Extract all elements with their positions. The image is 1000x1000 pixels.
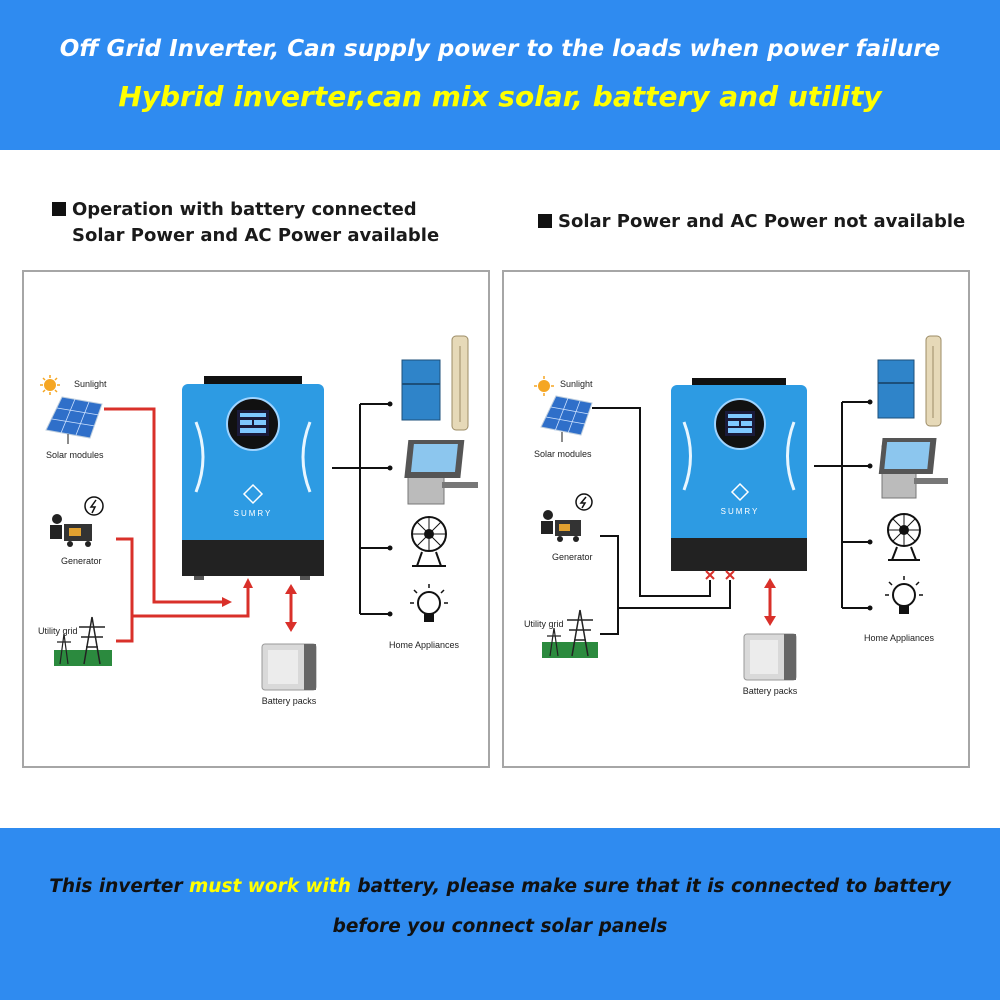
battery-link-arrow	[285, 584, 297, 632]
sunlight-label: Sunlight	[74, 379, 107, 389]
inverter-icon: SUMRY	[671, 378, 807, 571]
solar-panel-icon	[45, 396, 103, 444]
footer-part1: This inverter	[49, 876, 190, 897]
output-bus-line	[332, 403, 390, 615]
inverter-icon: SUMRY	[182, 376, 324, 580]
solar-line	[104, 407, 232, 607]
inverter-brand-label: SUMRY	[234, 509, 273, 518]
light-bulb-icon	[410, 584, 448, 622]
output-bus-line	[814, 401, 870, 609]
bullet-square-icon	[52, 202, 66, 216]
utility-tower-icon	[54, 616, 112, 666]
utility-grid-label: Utility grid	[38, 626, 78, 636]
panel-not-available: Sunlight Solar modules Generator Utility…	[502, 270, 970, 768]
solar-modules-label: Solar modules	[534, 449, 592, 459]
diagram-not-available: Sunlight Solar modules Generator Utility…	[524, 335, 948, 696]
refrigerator-icon	[877, 359, 915, 419]
refrigerator-icon	[401, 359, 441, 421]
utility-grid-label: Utility grid	[524, 619, 564, 629]
footer-part3: battery, please make sure that it is con…	[350, 876, 951, 897]
generator-label: Generator	[61, 556, 102, 566]
inverter-brand-label: SUMRY	[721, 507, 760, 516]
home-appliances-label: Home Appliances	[864, 633, 935, 643]
panel1-heading: Operation with battery connected Solar P…	[52, 197, 439, 249]
panel2-heading-line1: Solar Power and AC Power not available	[558, 211, 966, 232]
battery-pack-icon	[261, 643, 317, 691]
panel1-heading-line2: Solar Power and AC Power available	[72, 225, 440, 246]
generator-icon	[541, 493, 593, 542]
panel2-heading: Solar Power and AC Power not available	[538, 209, 965, 235]
battery-packs-label: Battery packs	[262, 696, 317, 706]
bottom-banner: This inverter must work with battery, pl…	[0, 828, 1000, 1000]
computer-icon	[404, 440, 478, 505]
home-appliances-label: Home Appliances	[389, 640, 460, 650]
bullet-square-icon	[538, 214, 552, 228]
battery-packs-label: Battery packs	[743, 686, 798, 696]
solar-line	[592, 407, 711, 597]
sun-icon	[40, 375, 60, 395]
fan-icon	[887, 513, 921, 561]
battery-pack-icon	[743, 633, 797, 681]
footer-highlight: must work with	[189, 876, 351, 897]
solar-panel-icon	[540, 395, 593, 442]
panel1-heading-line1: Operation with battery connected	[72, 199, 417, 220]
sunlight-label: Sunlight	[560, 379, 593, 389]
utility-tower-icon	[542, 609, 598, 658]
footer-line1: This inverter must work with battery, pl…	[0, 876, 1000, 897]
panel-available: Sunlight Solar modules Generator Utility…	[22, 270, 490, 768]
generator-icon	[50, 496, 104, 547]
footer-line2: before you connect solar panels	[332, 916, 668, 937]
top-banner: Off Grid Inverter, Can supply power to t…	[0, 0, 1000, 150]
header-title: Off Grid Inverter, Can supply power to t…	[59, 36, 941, 62]
disconnected-x-icon	[705, 570, 735, 580]
fan-icon	[411, 516, 447, 567]
light-bulb-icon	[885, 576, 923, 614]
ac-input-line	[600, 535, 731, 635]
battery-link-arrow	[764, 578, 776, 626]
ac-input-line	[116, 537, 253, 643]
air-conditioner-icon	[925, 335, 942, 427]
header-subtitle: Hybrid inverter,can mix solar, battery a…	[118, 80, 882, 113]
computer-icon	[878, 438, 948, 499]
air-conditioner-icon	[451, 335, 469, 431]
diagram-available: Sunlight Solar modules Generator Utility…	[38, 335, 478, 706]
sun-icon	[534, 376, 554, 396]
solar-modules-label: Solar modules	[46, 450, 104, 460]
generator-label: Generator	[552, 552, 593, 562]
